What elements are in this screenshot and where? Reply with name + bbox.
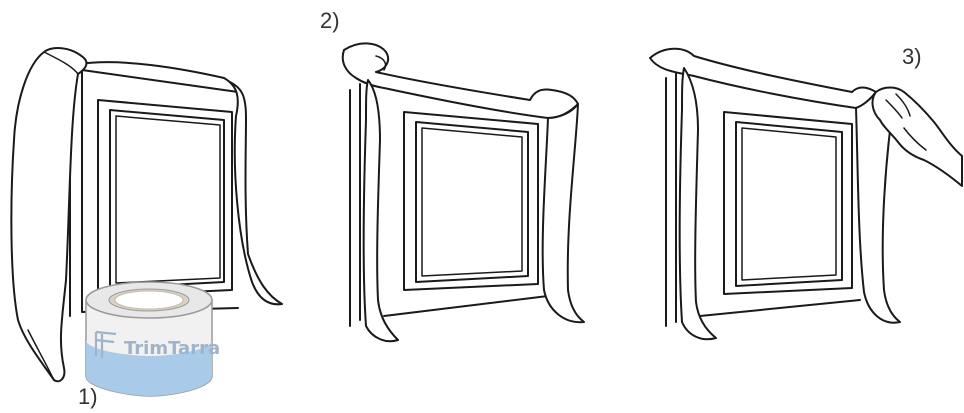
tape-left xyxy=(678,67,717,341)
tape-right xyxy=(79,61,283,306)
step-label-3: 3) xyxy=(902,44,922,69)
window-sash xyxy=(403,111,539,291)
panel-step-1 xyxy=(10,47,283,383)
window-glass xyxy=(415,121,529,283)
panel-step-2 xyxy=(341,42,585,343)
window-sash xyxy=(723,111,853,295)
tape-roll-band xyxy=(86,340,212,396)
tape-right xyxy=(541,103,585,324)
window-frame xyxy=(69,69,239,317)
tape-roll: TrimTarra xyxy=(85,281,220,397)
tape-roll-brand: TrimTarra xyxy=(124,338,220,359)
step-label-1: 1) xyxy=(78,384,98,409)
panel-step-3 xyxy=(649,47,963,341)
step-label-2: 2) xyxy=(320,8,340,33)
tape-left xyxy=(10,47,88,383)
window-sash xyxy=(97,99,233,297)
tape-left xyxy=(362,79,399,343)
window-glass xyxy=(735,121,843,287)
window-glass xyxy=(109,109,225,289)
brand-logo-icon xyxy=(94,330,117,358)
hand-icon xyxy=(871,86,963,187)
tape-top xyxy=(341,42,579,119)
